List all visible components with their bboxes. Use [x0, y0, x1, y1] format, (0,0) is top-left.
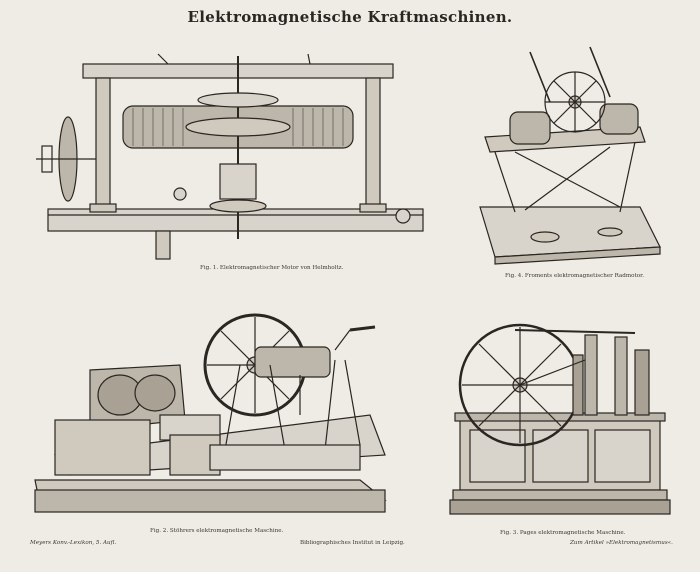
- figure-2-stoehrer-machine-illustration: [34, 313, 387, 513]
- figure-3-page-machine-illustration: [449, 323, 671, 515]
- footer-publisher-center: Bibliographisches Institut in Leipzig.: [300, 540, 405, 546]
- figure-1-caption: Fig. 1. Elektromagnetischer Motor von He…: [200, 265, 344, 271]
- footer-article-reference: Zum Artikel »Elektromagnetismus«.: [570, 540, 673, 546]
- plate-title: Elektromagnetische Kraftmaschinen.: [187, 8, 513, 26]
- footer-publisher-left: Meyers Konv.-Lexikon, 5. Aufl.: [30, 540, 117, 546]
- figure-1-helmholtz-motor-illustration: [36, 53, 424, 260]
- figure-3-caption: Fig. 3. Pages elektromagnetische Maschin…: [500, 530, 626, 536]
- figure-4-caption: Fig. 4. Froments elektromagnetischer Rad…: [505, 273, 644, 279]
- figure-2-caption: Fig. 2. Stöhrers elektromagnetische Masc…: [150, 528, 284, 534]
- figure-4-froment-wheel-motor-illustration: [479, 46, 661, 265]
